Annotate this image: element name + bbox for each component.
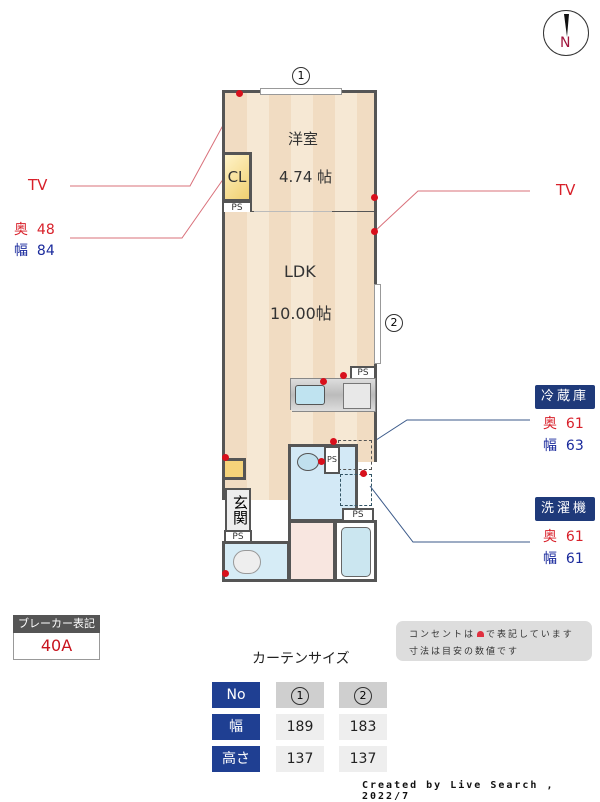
outlet-icon xyxy=(236,90,243,97)
notes-box: コンセントはで表記しています 寸法は目安の数値です xyxy=(396,621,592,661)
width-value: 84 xyxy=(36,243,55,259)
curtain-header-no: No xyxy=(212,682,260,708)
washer-depth: 61 xyxy=(565,529,584,545)
compass: N xyxy=(543,10,589,56)
outlet-icon xyxy=(360,470,367,477)
curtain-header-height: 高さ xyxy=(212,746,260,772)
outlet-icon xyxy=(340,372,347,379)
bathroom xyxy=(334,520,377,582)
outlet-icon xyxy=(371,194,378,201)
basin-icon xyxy=(297,453,319,471)
width-label: 幅 xyxy=(14,243,28,259)
washer-space xyxy=(340,474,372,506)
left-dims: 奥 48 幅 84 xyxy=(14,220,55,262)
outlet-icon xyxy=(318,458,325,465)
curtain-title: カーテンサイズ xyxy=(252,651,350,667)
outlet-legend-icon xyxy=(477,631,485,637)
washer-dims: 奥 61 幅 61 xyxy=(543,529,584,567)
breaker-value: 40A xyxy=(13,633,100,660)
outlet-icon xyxy=(222,454,229,461)
curtain-col1-width: 189 xyxy=(276,714,324,740)
washer-tag: 洗濯機 xyxy=(535,497,595,521)
depth-label: 奥 xyxy=(14,222,28,238)
north-arrow-icon xyxy=(564,14,569,37)
curtain-col2-no: 2 xyxy=(339,682,387,708)
fridge-width: 63 xyxy=(565,438,584,454)
window-2 xyxy=(374,284,381,364)
window-1 xyxy=(260,88,342,95)
fridge-dims: 奥 61 幅 63 xyxy=(543,416,584,454)
western-room-size: 4.74 帖 xyxy=(279,168,333,186)
outlet-icon xyxy=(222,570,229,577)
fridge-depth: 61 xyxy=(565,416,584,432)
window-2-marker: 2 xyxy=(385,314,403,332)
western-room-name: 洋室 xyxy=(288,130,319,148)
fridge-tag: 冷蔵庫 xyxy=(535,385,595,409)
sink-icon xyxy=(295,385,325,405)
note-dimension-text: 寸法は目安の数値です xyxy=(409,647,520,657)
note-outlet-text-b: で表記しています xyxy=(486,630,574,640)
ldk-size: 10.00帖 xyxy=(270,304,332,323)
compass-label: N xyxy=(560,35,571,51)
floor-plan: 洋室 4.74 帖 CL PS LDK 10.00帖 PS 玄関 PS PS P… xyxy=(222,88,381,582)
curtain-col2-height: 137 xyxy=(339,746,387,772)
curtain-col1-no: 1 xyxy=(276,682,324,708)
shoe-box xyxy=(222,458,246,480)
fridge-space xyxy=(338,440,372,470)
closet: CL xyxy=(222,152,252,202)
curtain-header-width: 幅 xyxy=(212,714,260,740)
outlet-icon xyxy=(330,438,337,445)
note-outlet-text-a: コンセントは xyxy=(409,630,476,640)
ldk-name: LDK xyxy=(284,262,316,281)
bathtub-icon xyxy=(341,527,371,577)
outlet-icon xyxy=(320,378,327,385)
window-1-marker: 1 xyxy=(292,67,310,85)
stove-icon xyxy=(343,383,371,409)
entrance: 玄関 xyxy=(225,488,251,532)
tv-label-left: TV xyxy=(28,176,48,194)
hallway xyxy=(222,410,292,500)
outlet-icon xyxy=(371,228,378,235)
washer-width: 61 xyxy=(565,551,584,567)
ps-box: PS xyxy=(324,446,340,474)
footer-credit: Created by Live Search , 2022/7 xyxy=(362,780,555,802)
kitchen-counter xyxy=(290,378,376,412)
tv-label-right: TV xyxy=(556,181,576,199)
dressing-area xyxy=(288,520,336,582)
curtain-col2-width: 183 xyxy=(339,714,387,740)
depth-value: 48 xyxy=(36,222,55,238)
toilet-icon xyxy=(233,550,261,574)
curtain-col1-height: 137 xyxy=(276,746,324,772)
breaker-box: ブレーカー表記 40A xyxy=(13,615,100,660)
toilet-room xyxy=(222,541,290,582)
breaker-title: ブレーカー表記 xyxy=(13,615,100,633)
